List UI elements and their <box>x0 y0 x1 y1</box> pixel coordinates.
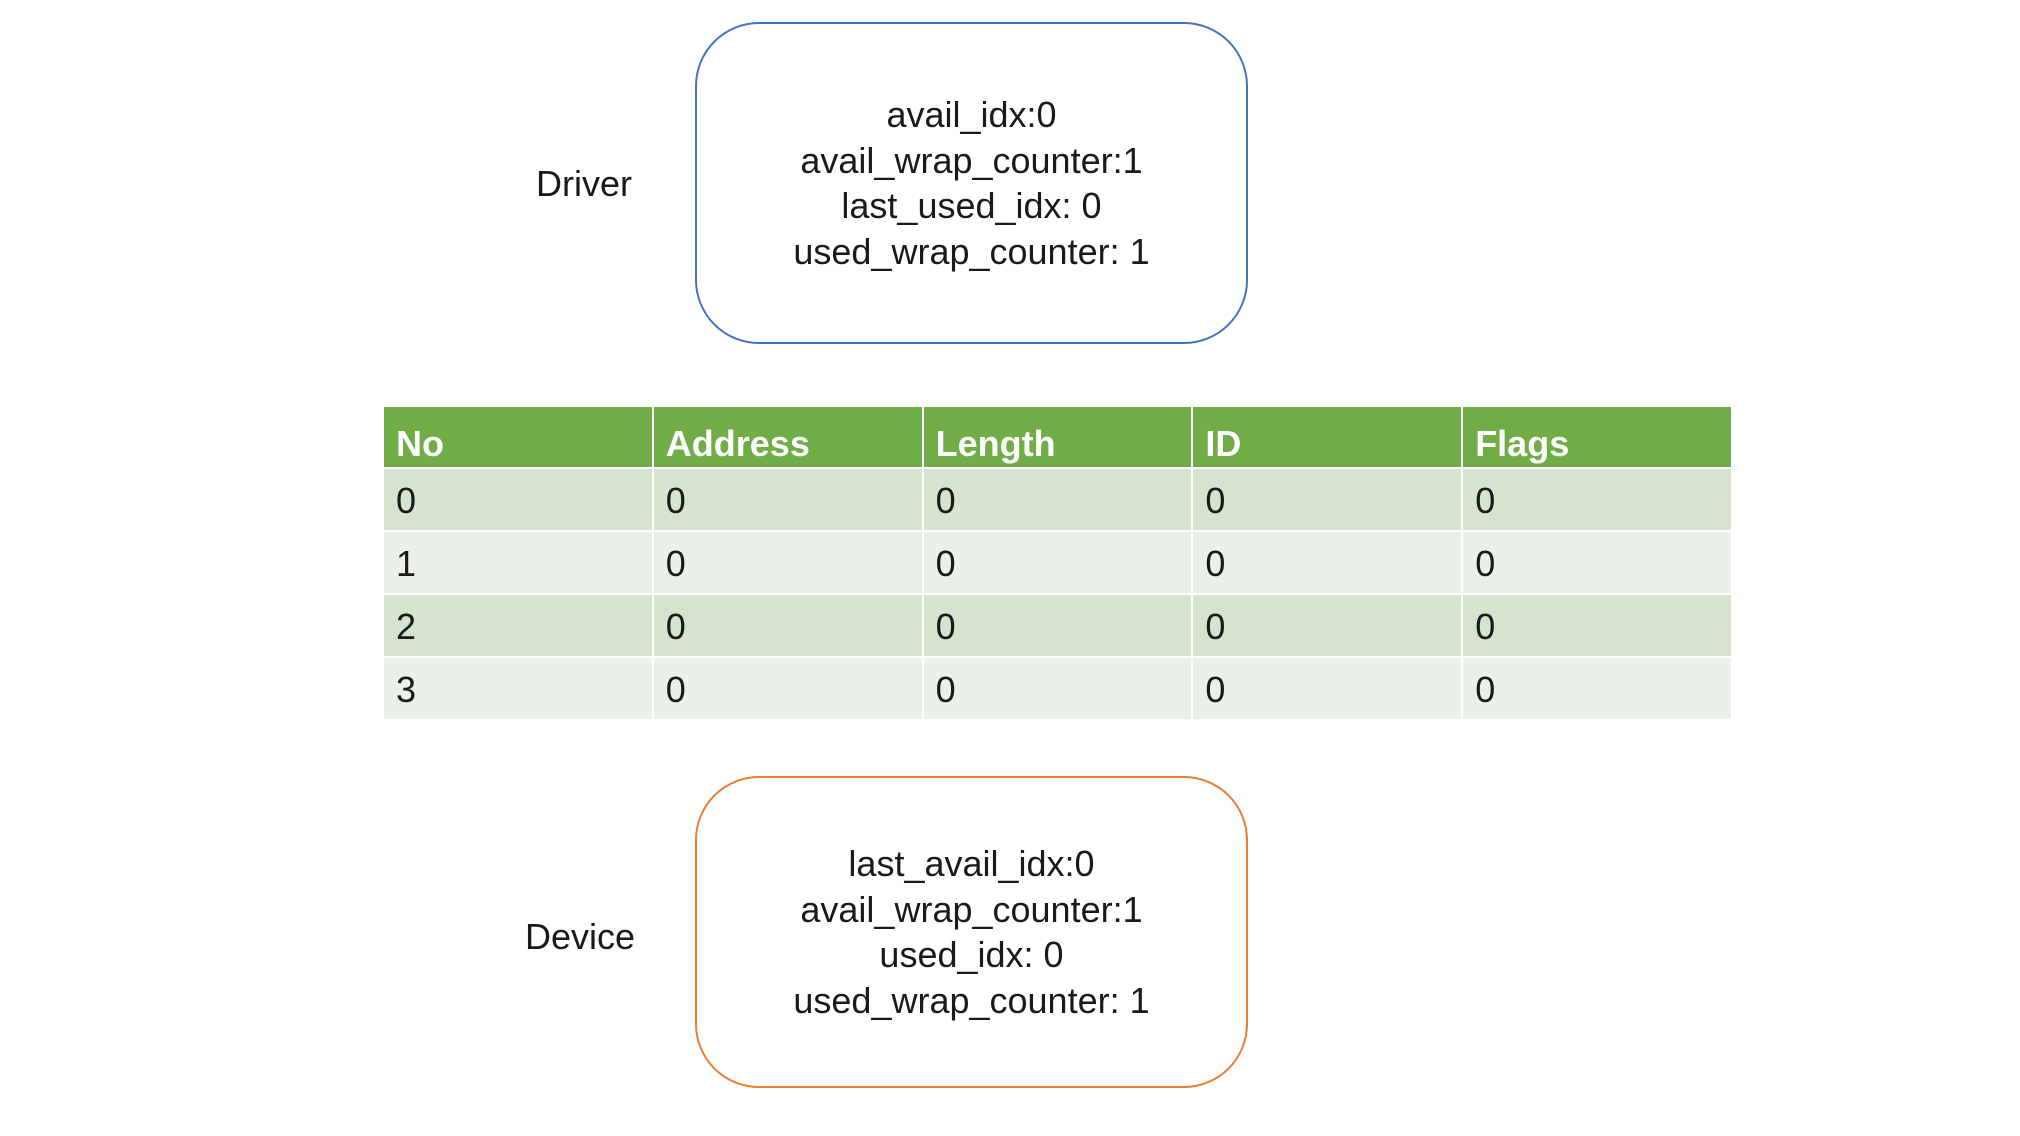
device-label: Device <box>525 916 636 957</box>
cell-no: 1 <box>382 530 654 595</box>
table-row: 3 0 0 0 0 <box>382 656 1733 721</box>
descriptor-ring-table: No Address Length ID Flags 0 0 0 0 0 1 0… <box>382 405 1733 721</box>
cell-no: 0 <box>382 467 654 532</box>
cell-no: 2 <box>382 593 654 658</box>
column-header-address: Address <box>651 405 924 469</box>
cell-address: 0 <box>651 530 924 595</box>
cell-id: 0 <box>1191 593 1464 658</box>
cell-id: 0 <box>1191 656 1464 721</box>
driver-state-line: avail_wrap_counter:1 <box>800 139 1143 181</box>
driver-state-line: avail_idx:0 <box>886 94 1057 135</box>
cell-flags: 0 <box>1461 467 1733 532</box>
cell-flags: 0 <box>1461 656 1733 721</box>
cell-flags: 0 <box>1461 530 1733 595</box>
table-row: 0 0 0 0 0 <box>382 467 1733 532</box>
cell-id: 0 <box>1191 467 1464 532</box>
driver-state-box: avail_idx:0 avail_wrap_counter:1 last_us… <box>695 22 1248 344</box>
cell-length: 0 <box>921 656 1194 721</box>
driver-state-line: used_wrap_counter: 1 <box>793 230 1150 272</box>
cell-flags: 0 <box>1461 593 1733 658</box>
cell-length: 0 <box>921 593 1194 658</box>
cell-address: 0 <box>651 593 924 658</box>
table-header-row: No Address Length ID Flags <box>382 405 1733 469</box>
cell-no: 3 <box>382 656 654 721</box>
column-header-id: ID <box>1191 405 1464 469</box>
table-row: 1 0 0 0 0 <box>382 530 1733 595</box>
cell-length: 0 <box>921 467 1194 532</box>
column-header-flags: Flags <box>1461 405 1733 469</box>
cell-address: 0 <box>651 467 924 532</box>
device-state-line: used_wrap_counter: 1 <box>793 979 1150 1021</box>
driver-state-line: last_used_idx: 0 <box>841 185 1102 226</box>
cell-length: 0 <box>921 530 1194 595</box>
device-state-line: last_avail_idx:0 <box>848 843 1095 884</box>
device-state-box: last_avail_idx:0 avail_wrap_counter:1 us… <box>695 776 1248 1088</box>
column-header-length: Length <box>921 405 1194 469</box>
column-header-no: No <box>382 405 654 469</box>
device-state-line: used_idx: 0 <box>879 934 1064 975</box>
device-state-line: avail_wrap_counter:1 <box>800 888 1143 930</box>
cell-address: 0 <box>651 656 924 721</box>
driver-label: Driver <box>536 163 632 204</box>
cell-id: 0 <box>1191 530 1464 595</box>
table-row: 2 0 0 0 0 <box>382 593 1733 658</box>
